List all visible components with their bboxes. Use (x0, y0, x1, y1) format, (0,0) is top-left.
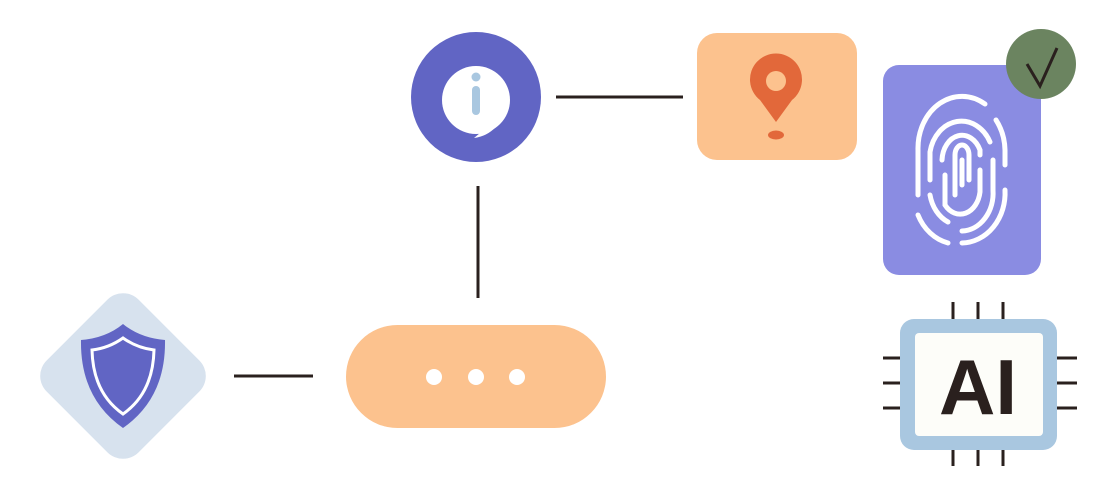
info-node (411, 32, 541, 162)
fingerprint-icon (915, 93, 1008, 246)
ellipsis-icon (426, 369, 525, 385)
location-node (697, 33, 857, 160)
fingerprint-node (883, 29, 1076, 275)
check-icon (1025, 47, 1059, 90)
chat-node (346, 325, 606, 428)
shield-icon (80, 324, 166, 428)
info-bubble-icon (442, 66, 510, 138)
ai-label: AI (939, 343, 1017, 431)
check-badge (1006, 29, 1076, 99)
security-node (40, 293, 206, 459)
map-pin-icon (750, 53, 802, 140)
ai-chip-node: AI (883, 302, 1077, 466)
